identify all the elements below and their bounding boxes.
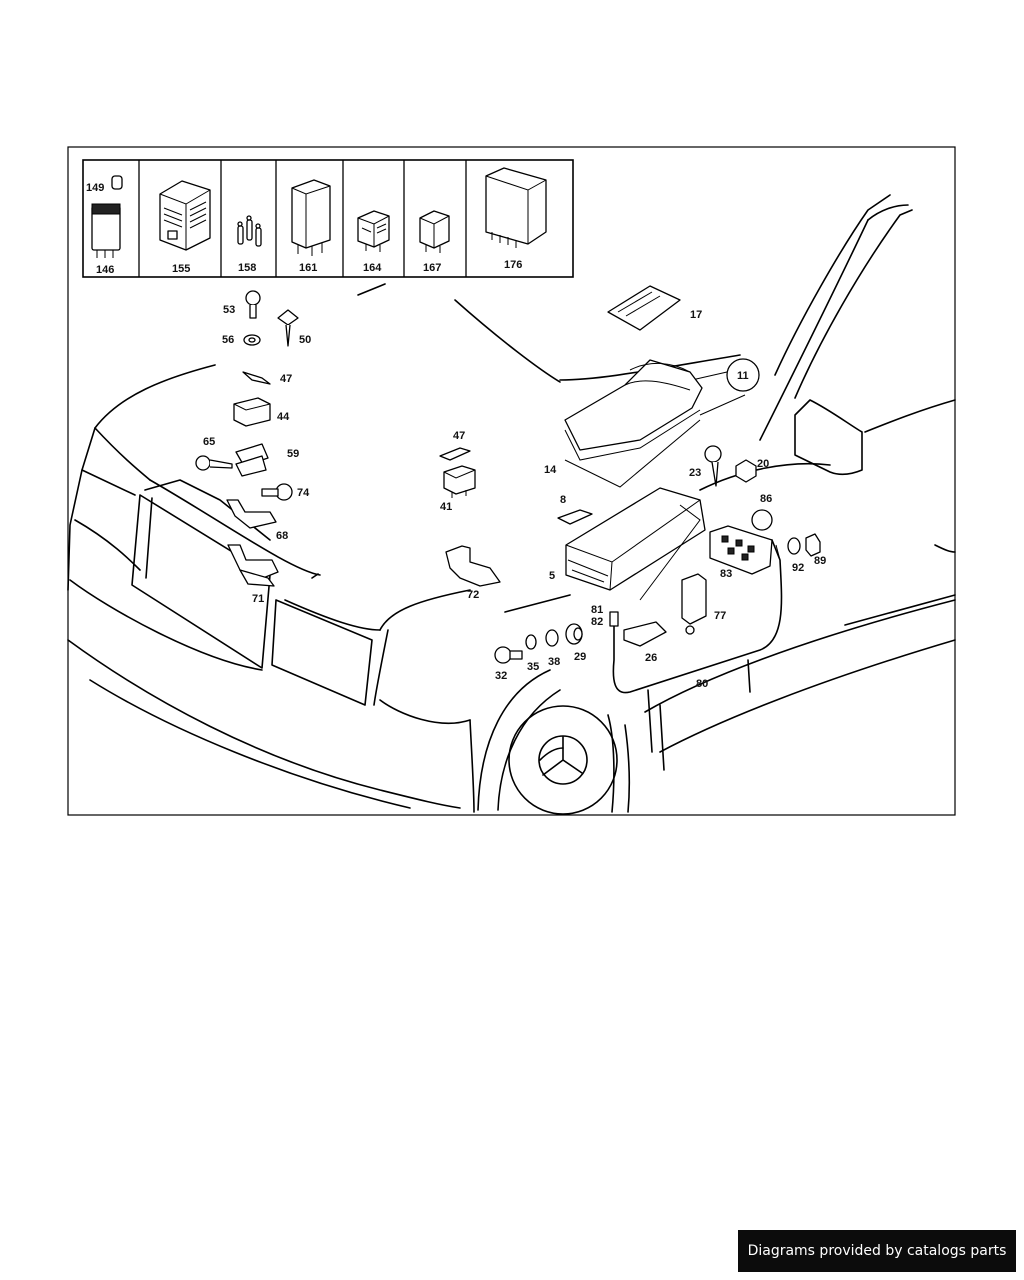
footer-credit: Diagrams provided by catalogs parts [738, 1230, 1016, 1272]
relay-155-icon [159, 180, 211, 251]
relay-161-label: 161 [299, 262, 317, 274]
fuses-158-icon [237, 215, 262, 247]
callout-11: 11 [737, 370, 749, 382]
callout-44: 44 [277, 411, 290, 423]
callout-26: 26 [645, 652, 657, 664]
callout-77: 77 [714, 610, 726, 622]
relay-164-icon [357, 210, 390, 252]
relay-161-icon [291, 179, 331, 256]
callout-89: 89 [814, 555, 826, 567]
callout-71: 71 [252, 593, 264, 605]
callout-47b: 47 [453, 430, 465, 442]
relay-panel: 149 146 155 158 161 164 167 176 [82, 159, 574, 278]
callout-56: 56 [222, 334, 234, 346]
relay-167-label: 167 [423, 262, 441, 274]
callout-92: 92 [792, 562, 804, 574]
callout-68: 68 [276, 530, 288, 542]
callout-labels: 53 56 50 47 44 65 59 74 68 71 47 41 72 1… [203, 304, 826, 690]
callout-53: 53 [223, 304, 235, 316]
callout-82: 82 [591, 616, 603, 628]
relay-146-extra-label: 149 [86, 182, 104, 194]
callout-14: 14 [544, 464, 557, 476]
relay-176-label: 176 [504, 259, 522, 271]
relay-146-label: 146 [96, 264, 114, 276]
relay-167-icon [419, 210, 450, 253]
callout-23: 23 [689, 467, 701, 479]
callout-17: 17 [690, 309, 702, 321]
callout-20: 20 [757, 458, 769, 470]
relay-176-icon [485, 167, 547, 248]
callout-86: 86 [760, 493, 772, 505]
callout-35: 35 [527, 661, 539, 673]
callout-74: 74 [297, 487, 310, 499]
callout-83: 83 [720, 568, 732, 580]
callout-5: 5 [549, 570, 555, 582]
callout-72: 72 [467, 589, 479, 601]
callout-41: 41 [440, 501, 452, 513]
callout-65: 65 [203, 436, 215, 448]
callout-8: 8 [560, 494, 566, 506]
callout-80: 80 [696, 678, 708, 690]
callout-47a: 47 [280, 373, 292, 385]
relay-146-icon [91, 175, 123, 258]
fuse-158-label: 158 [238, 262, 256, 274]
callout-50: 50 [299, 334, 311, 346]
callout-29: 29 [574, 651, 586, 663]
callout-59: 59 [287, 448, 299, 460]
car-outline [67, 194, 956, 815]
parts [195, 285, 821, 694]
relay-164-label: 164 [363, 262, 382, 274]
callout-81: 81 [591, 604, 603, 616]
callout-38: 38 [548, 656, 560, 668]
callout-32: 32 [495, 670, 507, 682]
relay-155-label: 155 [172, 263, 190, 275]
